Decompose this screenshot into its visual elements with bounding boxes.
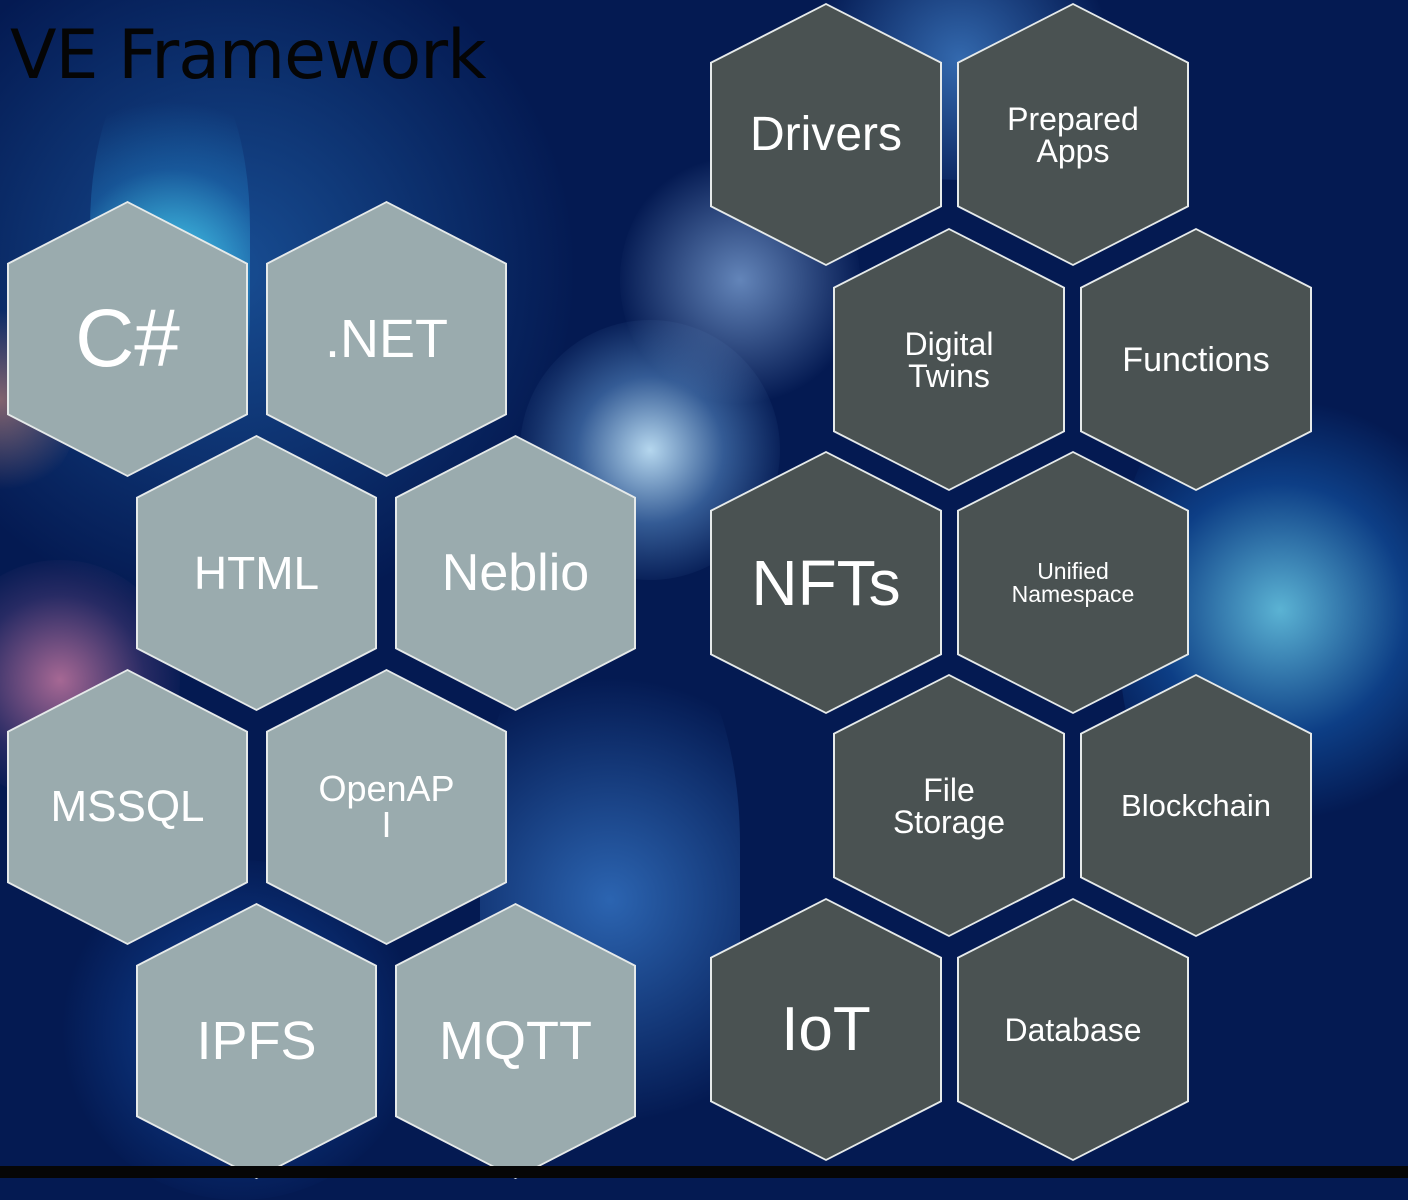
hexagon-6: OpenAP I	[266, 669, 507, 945]
hexagon-label: Functions	[1122, 340, 1270, 379]
hexagon-11: Digital Twins	[833, 228, 1065, 491]
hexagon-7: IPFS	[136, 903, 377, 1179]
hexagon-label: Drivers	[750, 107, 902, 161]
hexagon-face: Neblio	[397, 437, 634, 709]
hexagon-label: IPFS	[196, 1011, 317, 1071]
hexagon-label: MQTT	[439, 1011, 592, 1071]
hexagon-14: Unified Namespace	[957, 451, 1189, 714]
hexagon-face: Prepared Apps	[959, 5, 1187, 264]
hexagon-3: HTML	[136, 435, 377, 711]
hexagon-17: IoT	[710, 898, 942, 1161]
hexagon-face: Functions	[1082, 230, 1310, 489]
hexagon-face: OpenAP I	[268, 671, 505, 943]
hexagon-face: MQTT	[397, 905, 634, 1177]
hexagon-face: MSSQL	[9, 671, 246, 943]
hexagon-label: Blockchain	[1121, 788, 1271, 823]
hexagon-face: NFTs	[712, 453, 940, 712]
hexagon-15: File Storage	[833, 674, 1065, 937]
hexagon-face: File Storage	[835, 676, 1063, 935]
hexagon-face: Blockchain	[1082, 676, 1310, 935]
hexagon-label: OpenAP I	[318, 768, 455, 845]
hexagon-label: MSSQL	[50, 782, 205, 831]
hexagon-face: HTML	[138, 437, 375, 709]
hexagon-face: Database	[959, 900, 1187, 1159]
page-title: VE Framework	[10, 16, 487, 95]
hexagon-label: Prepared Apps	[1007, 100, 1139, 169]
hexagon-18: Database	[957, 898, 1189, 1161]
hexagon-label: HTML	[193, 547, 320, 599]
hexagon-8: MQTT	[395, 903, 636, 1179]
hexagon-label: .NET	[324, 309, 448, 369]
hexagon-label: Unified Namespace	[1011, 557, 1135, 607]
hexagon-9: Drivers	[710, 3, 942, 266]
hexagon-13: NFTs	[710, 451, 942, 714]
hexagon-face: Digital Twins	[835, 230, 1063, 489]
hexagon-label: Digital Twins	[904, 325, 994, 394]
hexagon-12: Functions	[1080, 228, 1312, 491]
hexagon-label: Neblio	[441, 544, 590, 602]
hexagon-label: C#	[75, 293, 180, 384]
hexagon-2: .NET	[266, 201, 507, 477]
bottom-divider	[0, 1166, 1408, 1178]
hexagon-5: MSSQL	[7, 669, 248, 945]
hexagon-face: C#	[9, 203, 246, 475]
hexagon-label: IoT	[781, 994, 871, 1064]
hexagon-face: IPFS	[138, 905, 375, 1177]
hexagon-label: Database	[1004, 1011, 1142, 1048]
hexagon-face: .NET	[268, 203, 505, 475]
hexagon-label: File Storage	[892, 771, 1006, 840]
hexagon-10: Prepared Apps	[957, 3, 1189, 266]
hexagon-face: Unified Namespace	[959, 453, 1187, 712]
hexagon-1: C#	[7, 201, 248, 477]
hexagon-face: IoT	[712, 900, 940, 1159]
hexagon-label: NFTs	[751, 546, 901, 619]
hexagon-16: Blockchain	[1080, 674, 1312, 937]
hexagon-4: Neblio	[395, 435, 636, 711]
hexagon-face: Drivers	[712, 5, 940, 264]
